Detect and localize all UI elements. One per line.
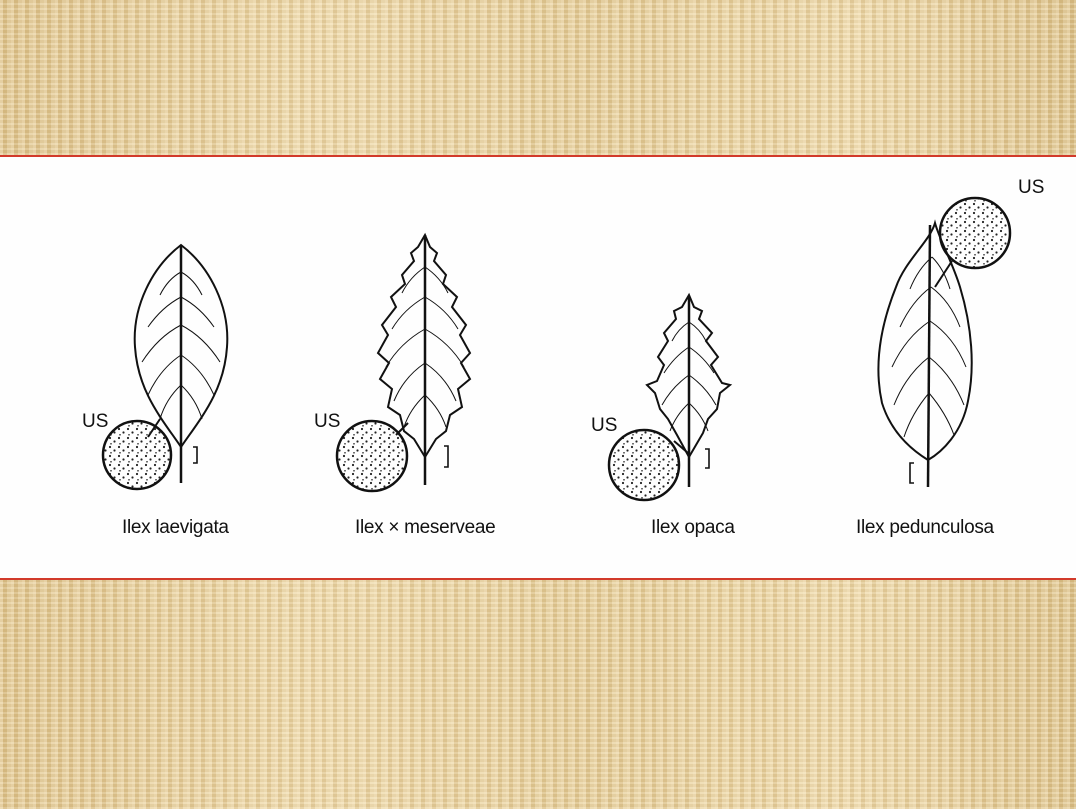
- leaf-illustration-panel: US US US US Ilex laevigata Ilex × meserv…: [0, 157, 1076, 578]
- parchment-footer-band: [0, 578, 1076, 809]
- us-label-3: US: [591, 415, 617, 437]
- caption-ilex-laevigata: Ilex laevigata: [122, 517, 229, 539]
- parchment-header-band: [0, 0, 1076, 157]
- us-marker-4: [935, 198, 1010, 287]
- caption-ilex-meserveae: Ilex × meserveae: [355, 517, 495, 539]
- us-label-2: US: [314, 411, 340, 433]
- us-marker-1: [103, 419, 171, 489]
- leaf-diagram: [0, 157, 1076, 578]
- us-label-1: US: [82, 411, 108, 433]
- us-marker-3: [609, 430, 688, 500]
- us-label-4: US: [1018, 177, 1044, 199]
- us-marker-2: [337, 421, 408, 491]
- caption-ilex-pedunculosa: Ilex pedunculosa: [856, 517, 994, 539]
- caption-ilex-opaca: Ilex opaca: [651, 517, 735, 539]
